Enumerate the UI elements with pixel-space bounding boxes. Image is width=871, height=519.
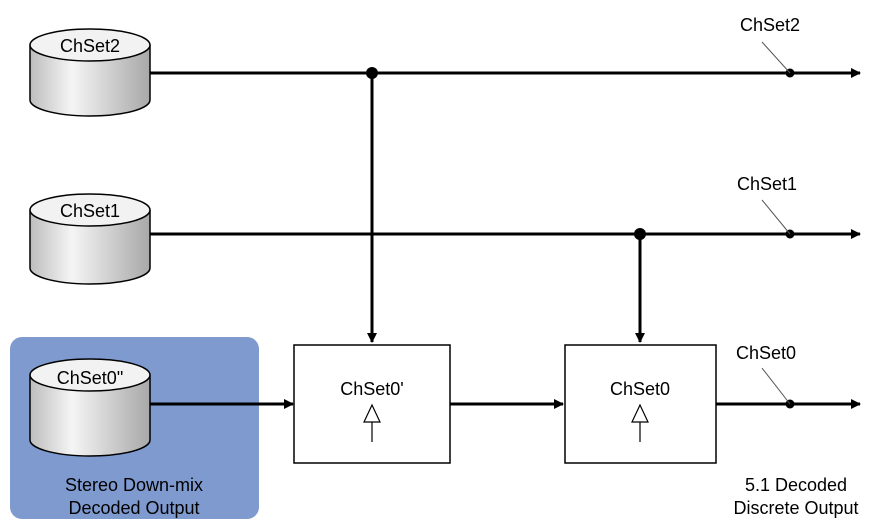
chset2-source-label: ChSet2 [60,36,120,56]
up-arrow-icon [631,403,649,442]
chset0p-processor-label: ChSet0' [340,379,403,399]
chset0-output-label: ChSet0 [736,343,796,363]
up-arrow-icon [363,403,381,442]
chset0-processor-box: ChSet0 [564,344,717,464]
chset0pp-source-cylinder: ChSet0" [29,358,151,457]
chset2-output-leader [761,41,791,74]
chset0-output-leader [761,367,791,405]
chset1-source-label: ChSet1 [60,201,120,221]
chset2-source-cylinder: ChSet2 [29,28,151,117]
discrete-caption-line1: 5.1 Decoded [745,475,847,495]
chset1-output-leader [761,199,791,235]
stereo-caption-line2: Decoded Output [68,498,199,518]
chset0-processor-label: ChSet0 [610,379,670,399]
chset2-junction-dot [366,67,378,79]
discrete-caption-line2: Discrete Output [733,498,858,518]
chset1-junction-dot [634,228,646,240]
chset1-output-label: ChSet1 [737,174,797,194]
chset2-output-label: ChSet2 [740,15,800,35]
chset0pp-source-label: ChSet0" [57,368,123,388]
chset0p-processor-box: ChSet0' [293,344,451,464]
stereo-caption-line1: Stereo Down-mix [65,475,203,495]
chset1-source-cylinder: ChSet1 [29,193,151,285]
